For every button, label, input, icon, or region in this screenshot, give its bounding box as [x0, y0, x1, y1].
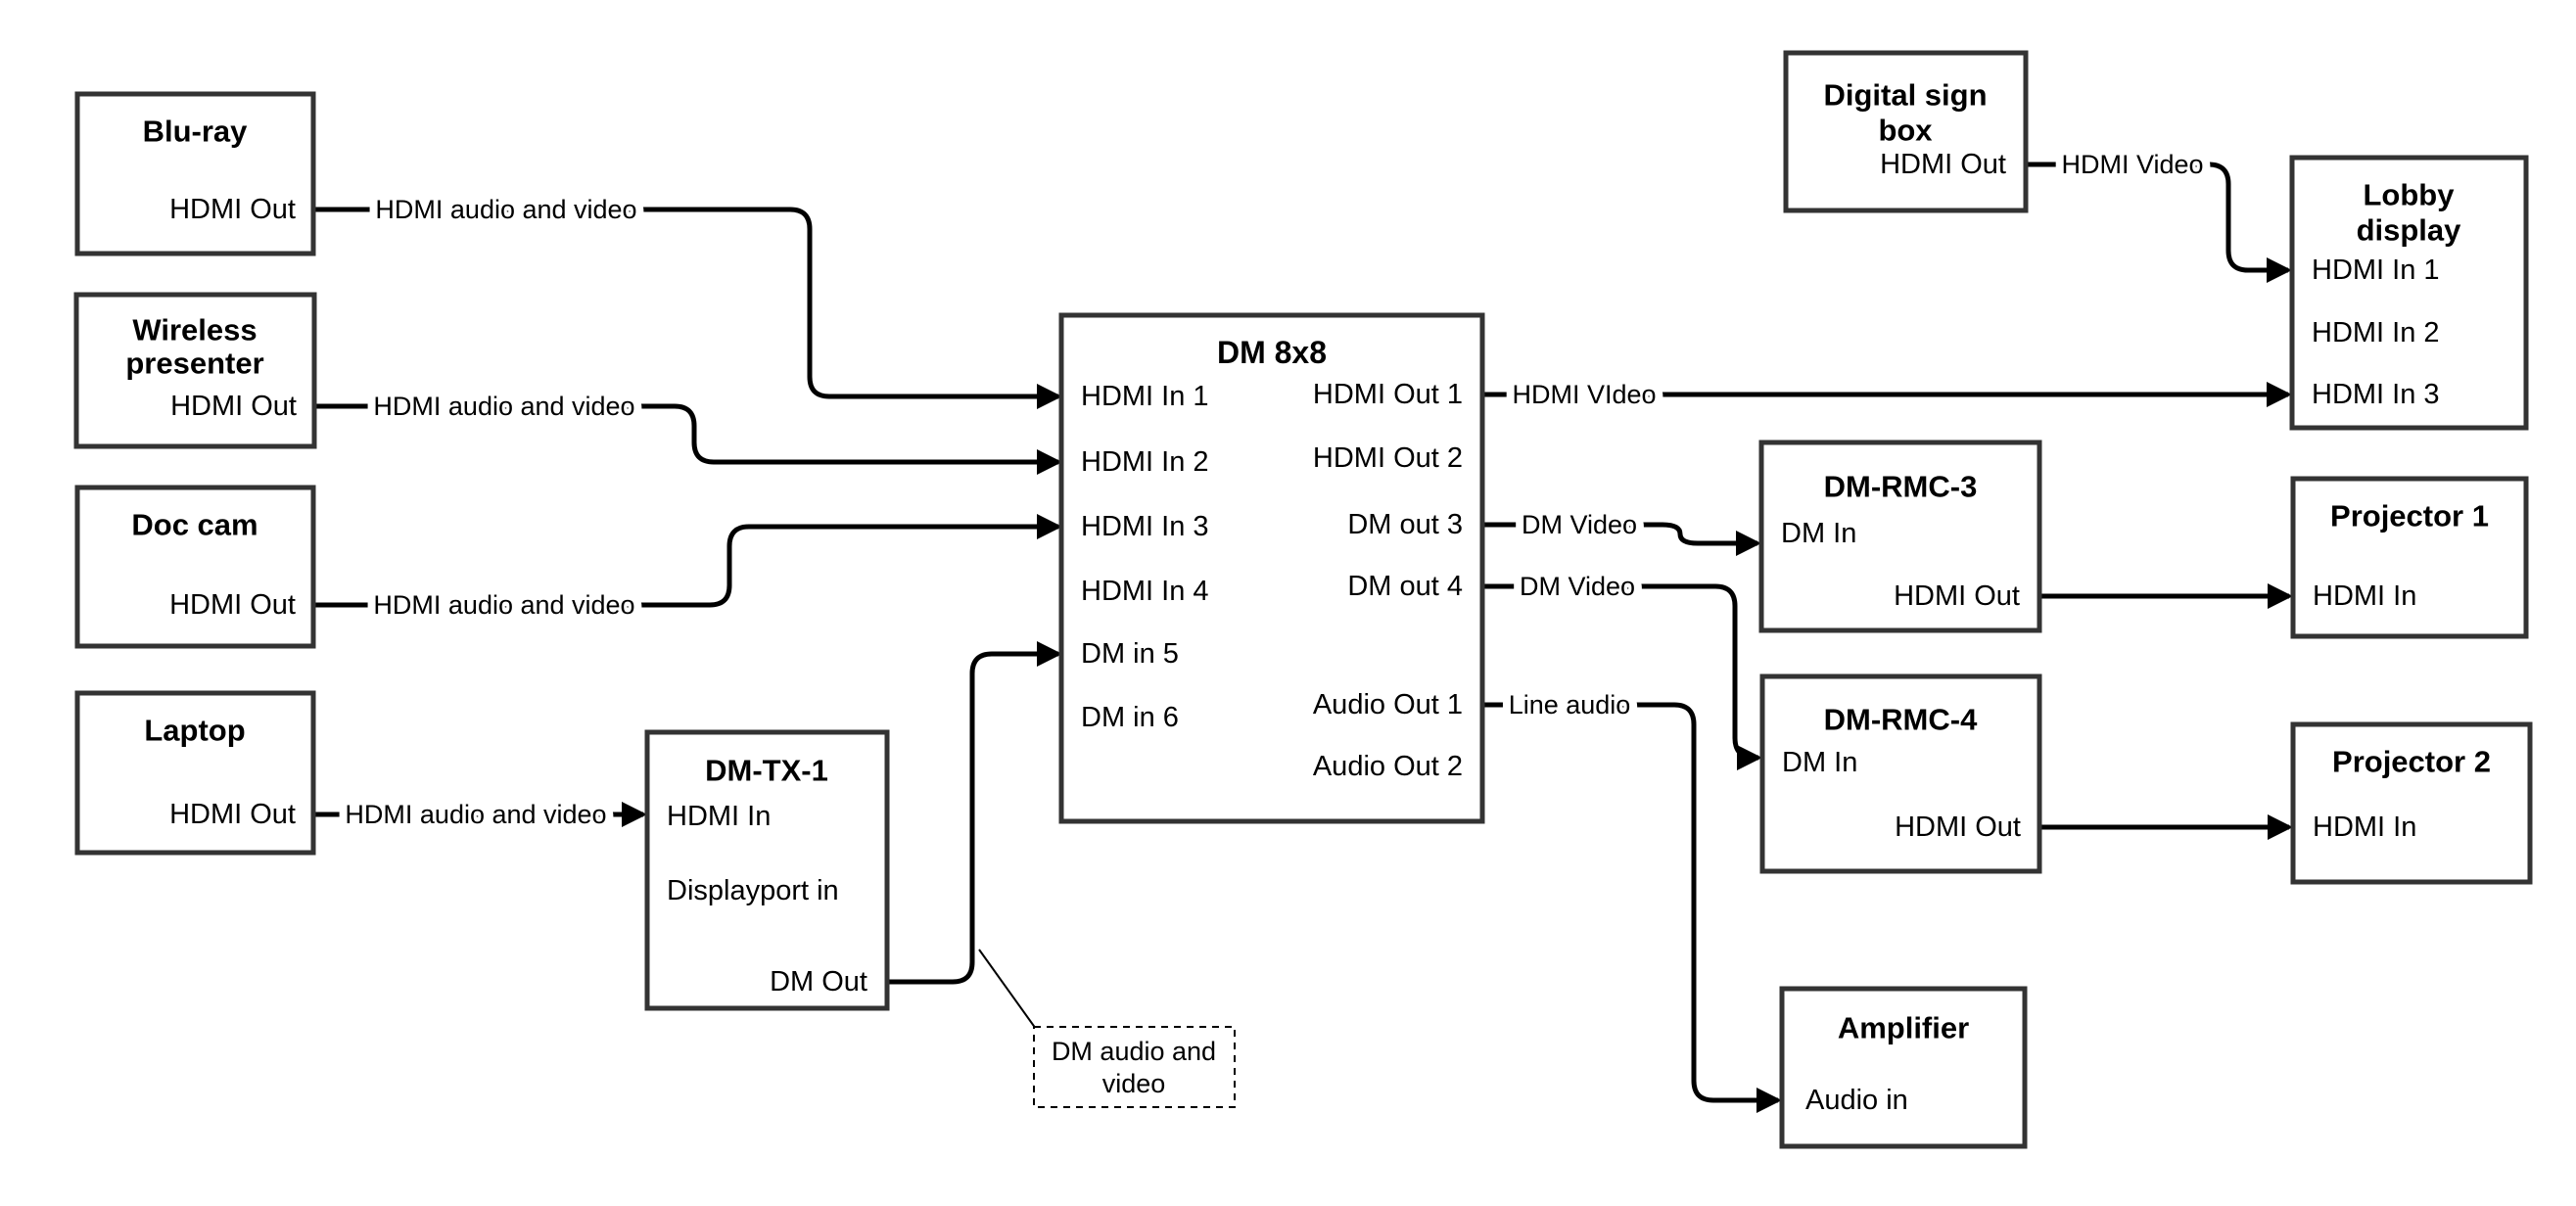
dm-8x8-port-dm-in-5: DM in 5 [1081, 638, 1179, 670]
annotation-text-line2: video [1102, 1069, 1166, 1098]
wire-doccam-to-dm8x8-in3 [313, 514, 1062, 608]
node-projector-1: Projector 1 HDMI In [2290, 476, 2529, 639]
doc-cam-box [74, 485, 316, 649]
dm-tx-1-title: DM-TX-1 [705, 754, 828, 788]
node-amplifier: Amplifier Audio in [1779, 986, 2028, 1149]
wire-label-hdmi-out1: HDMI VIdeo [1512, 380, 1656, 409]
dm-8x8-port-hdmi-in-4: HDMI In 4 [1081, 576, 1209, 607]
node-dm-rmc-4: DM-RMC-4 DM In HDMI Out [1759, 673, 2042, 874]
digital-sign-title-line1: Digital sign [1823, 78, 1987, 113]
dm-tx-1-box [644, 729, 890, 1011]
amplifier-port-audio-in: Audio in [1805, 1085, 1908, 1116]
wire-dm8x8-audio1-to-amplifier [1482, 702, 1782, 1113]
node-laptop: Laptop HDMI Out [74, 690, 316, 856]
node-dm-tx-1: DM-TX-1 HDMI In Displayport in DM Out [644, 729, 890, 1011]
annotation-text-line1: DM audio and [1052, 1037, 1216, 1066]
bluray-title: Blu-ray [143, 115, 249, 149]
wire-label-audio-out1: Line audio [1509, 690, 1631, 719]
dm-rmc-4-port-hdmi-out: HDMI Out [1895, 812, 2021, 843]
node-dm-8x8: DM 8x8 HDMI In 1 HDMI In 2 HDMI In 3 HDM… [1058, 312, 1485, 824]
projector-1-title: Projector 1 [2330, 499, 2489, 533]
wire-dm8x8-out3-to-rmc3 [1482, 522, 1761, 556]
annotation-box [1033, 1026, 1236, 1108]
doc-cam-title: Doc cam [131, 508, 258, 542]
bluray-box [74, 91, 316, 256]
digital-sign-port-hdmi-out: HDMI Out [1880, 149, 2006, 180]
laptop-box [74, 690, 316, 856]
lobby-display-box [2289, 155, 2529, 431]
wire-bluray-to-dm8x8-in1 [313, 207, 1062, 409]
node-bluray: Blu-ray HDMI Out [74, 91, 316, 256]
node-digital-sign-box: Digital sign box HDMI Out [1783, 50, 2029, 213]
amplifier-box [1779, 986, 2028, 1149]
dm-rmc-3-port-dm-in: DM In [1781, 518, 1856, 549]
dm-8x8-port-dm-out-3: DM out 3 [1347, 509, 1463, 540]
projector-1-port-hdmi-in: HDMI In [2313, 580, 2416, 612]
digital-sign-title-line2: box [1878, 114, 1933, 148]
dm-8x8-port-audio-out-2: Audio Out 2 [1313, 751, 1463, 782]
dm-rmc-4-box [1759, 673, 2042, 874]
dm-rmc-3-title: DM-RMC-3 [1824, 470, 1978, 504]
wire-digitalsign-to-lobby-in1 [2026, 162, 2292, 283]
lobby-display-port-hdmi-in-1: HDMI In 1 [2312, 255, 2440, 286]
node-lobby-display: Lobby display HDMI In 1 HDMI In 2 HDMI I… [2289, 155, 2529, 431]
wireless-presenter-port-hdmi-out: HDMI Out [170, 391, 297, 422]
doc-cam-port-hdmi-out: HDMI Out [169, 589, 296, 621]
dm-tx-1-port-hdmi-in: HDMI In [667, 801, 771, 832]
lobby-display-port-hdmi-in-2: HDMI In 2 [2312, 317, 2440, 348]
projector-1-box [2290, 476, 2529, 639]
projector-2-port-hdmi-in: HDMI In [2313, 812, 2416, 843]
wire-dm8x8-out4-to-rmc4 [1482, 583, 1762, 770]
dm-8x8-box [1058, 312, 1485, 824]
node-dm-rmc-3: DM-RMC-3 DM In HDMI Out [1758, 440, 2042, 633]
node-doc-cam: Doc cam HDMI Out [74, 485, 316, 649]
dm-tx-1-port-displayport-in: Displayport in [667, 875, 839, 906]
bluray-port-hdmi-out: HDMI Out [169, 194, 296, 225]
projector-2-box [2290, 721, 2533, 885]
dm-rmc-3-box [1758, 440, 2042, 633]
dm-8x8-port-hdmi-out-1: HDMI Out 1 [1313, 379, 1463, 410]
wire-label-dm-out3: DM Video [1522, 510, 1637, 539]
wires [313, 162, 2293, 1113]
wireless-presenter-box [73, 292, 317, 449]
projector-2-title: Projector 2 [2332, 745, 2491, 779]
node-projector-2: Projector 2 HDMI In [2290, 721, 2533, 885]
dm-8x8-port-dm-out-4: DM out 4 [1347, 571, 1463, 602]
wireless-presenter-title-line2: presenter [125, 347, 263, 381]
wire-label-bluray: HDMI audio and video [375, 195, 636, 224]
dm-8x8-port-audio-out-1: Audio Out 1 [1313, 689, 1463, 720]
lobby-display-title-line2: display [2357, 213, 2462, 248]
wire-label-laptop: HDMI audio and video [345, 800, 606, 829]
node-wireless-presenter: Wireless presenter HDMI Out [73, 292, 317, 449]
wire-label-digital-sign: HDMI Video [2061, 150, 2203, 179]
laptop-port-hdmi-out: HDMI Out [169, 799, 296, 830]
dm-8x8-port-hdmi-in-1: HDMI In 1 [1081, 381, 1209, 412]
dm-8x8-port-hdmi-in-3: HDMI In 3 [1081, 511, 1209, 542]
dm-8x8-port-hdmi-out-2: HDMI Out 2 [1313, 442, 1463, 474]
annotation-leader-line [978, 949, 1037, 1030]
wire-label-doccam: HDMI audio and video [373, 590, 634, 620]
wireless-presenter-title-line1: Wireless [132, 313, 257, 348]
wire-label-dm-out4: DM Video [1520, 572, 1635, 601]
dm-rmc-3-port-hdmi-out: HDMI Out [1894, 580, 2020, 612]
amplifier-title: Amplifier [1838, 1011, 1969, 1045]
lobby-display-port-hdmi-in-3: HDMI In 3 [2312, 379, 2440, 410]
laptop-title: Laptop [144, 714, 245, 748]
annotation-dm-audio-video: DM audio and video [978, 949, 1236, 1108]
wire-label-wireless: HDMI audio and video [373, 392, 634, 421]
dm-8x8-port-hdmi-in-2: HDMI In 2 [1081, 446, 1209, 478]
wire-dmtx1-to-dm8x8-in5 [887, 641, 1062, 985]
dm-tx-1-port-dm-out: DM Out [770, 966, 867, 997]
digital-sign-box [1783, 50, 2029, 213]
dm-8x8-title: DM 8x8 [1217, 335, 1327, 370]
dm-8x8-port-dm-in-6: DM in 6 [1081, 702, 1179, 733]
lobby-display-title-line1: Lobby [2364, 178, 2456, 212]
dm-rmc-4-port-dm-in: DM In [1782, 747, 1857, 778]
dm-rmc-4-title: DM-RMC-4 [1824, 703, 1978, 737]
wire-wireless-to-dm8x8-in2 [313, 403, 1062, 475]
